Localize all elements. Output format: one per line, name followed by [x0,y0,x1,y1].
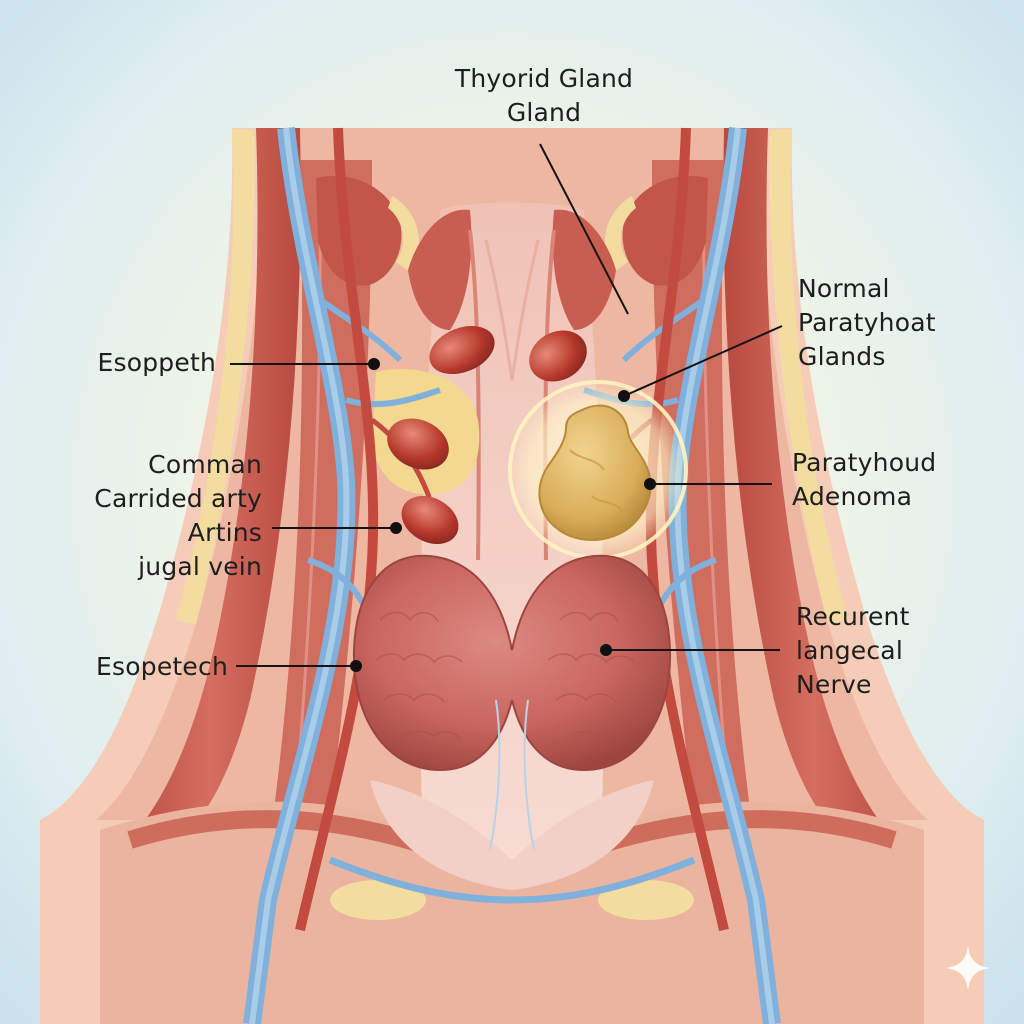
label-esophagus-bottom-line-1: Esopetech [96,652,228,681]
thyroid-gland [352,554,672,772]
label-parathyroid-adenoma: Paratyhoud Adenoma [792,446,936,514]
label-common-carotid-artery: Comman Carrided arty Artins jugal vein [40,448,262,584]
leader-thyroid [539,143,629,315]
right-larynx-muscle [552,209,616,330]
right-upper-muscle [622,175,708,286]
left-larynx-muscle [408,209,472,330]
leader-lines [230,143,783,672]
label-thyroid-gland: Thyorid Gland Gland [436,62,652,130]
label-recurrent-laryngeal-nerve: Recurent langecal Nerve [796,600,910,702]
leader-normal-parathyroid [623,325,783,397]
label-normal-parathyroid-line-2: Paratyhoat [798,308,936,337]
parathyroid-gland-lower-left [401,496,459,544]
label-normal-parathyroid-line-3: Glands [798,342,886,371]
left-upper-muscle [316,175,402,286]
parathyroid-gland-upper-left [429,325,495,375]
clavicle-region [100,801,924,1024]
label-normal-parathyroid-glands: Normal Paratyhoat Glands [798,272,936,374]
label-thyroid-gland-line-1: Thyorid Gland [454,64,634,93]
label-carotid-line-4: jugal vein [138,552,262,581]
left-strap-muscle [270,160,372,840]
right-strap-muscle [652,160,754,840]
sparkle-icon [946,946,990,990]
label-esophagus-top: Esoppeth [60,346,216,380]
label-esophagus-bottom: Esopetech [60,650,228,684]
left-sternocleidomastoid [120,128,301,860]
label-carotid-line-1: Comman [148,450,262,479]
label-nerve-line-3: Nerve [796,670,872,699]
parathyroid-gland-mid-left [387,418,449,470]
right-sternocleidomastoid [723,128,904,860]
label-adenoma-line-1: Paratyhoud [792,448,937,477]
label-nerve-line-2: langecal [796,636,903,665]
parathyroid-adenoma [538,404,652,541]
right-fat-layer [769,130,848,624]
left-common-carotid-artery [295,127,379,932]
label-thyroid-gland-line-2: Gland [506,98,582,127]
label-esophagus-top-line-1: Esoppeth [97,348,216,377]
label-normal-parathyroid-line-1: Normal [798,274,890,303]
label-carotid-line-3: Artins [187,518,262,547]
label-adenoma-line-2: Adenoma [792,482,913,511]
parathyroid-gland-upper-right [529,330,587,382]
label-nerve-line-1: Recurent [796,602,910,631]
left-fat-layer [176,130,255,624]
right-common-carotid-artery [645,127,729,932]
label-carotid-line-2: Carrided arty [94,484,262,513]
